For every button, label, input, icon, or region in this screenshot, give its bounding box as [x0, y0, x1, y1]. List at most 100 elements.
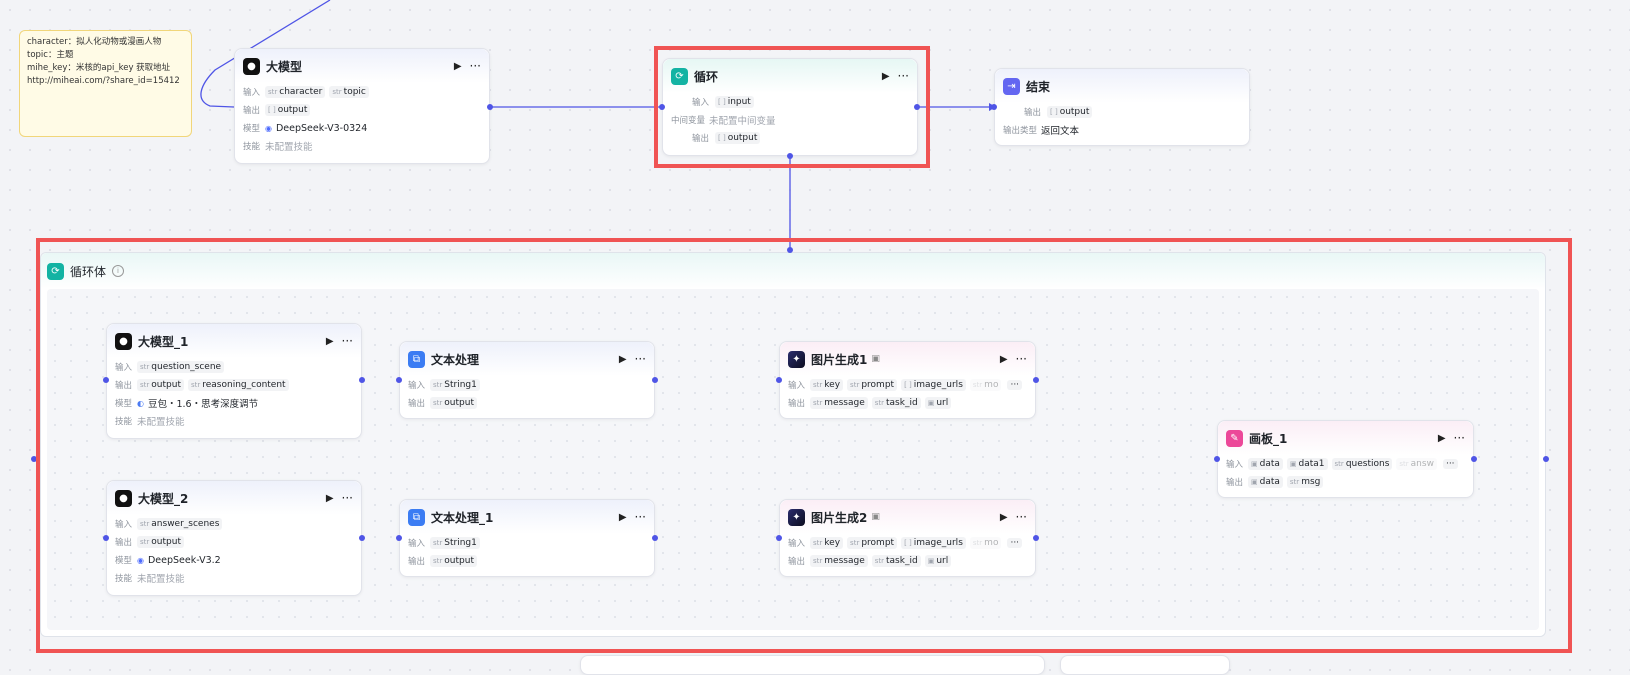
deepseek-icon: ◉ [137, 555, 144, 565]
model-name: DeepSeek-V3-0324 [275, 122, 368, 134]
input-label: 输入 [788, 381, 806, 391]
end-node[interactable]: ⇥ 结束 输出 [ ]output 输出类型 返回文本 [994, 68, 1250, 146]
loop-body-port[interactable] [787, 153, 793, 159]
output-label: 输出 [788, 557, 806, 567]
output-port[interactable] [914, 104, 920, 110]
more-params-button[interactable]: ··· [1007, 380, 1023, 390]
note-line: topic：主题 [27, 50, 74, 60]
input-port[interactable] [396, 377, 402, 383]
loop-end-port[interactable] [1543, 456, 1549, 462]
param-tag: ▣data1 [1286, 458, 1328, 470]
input-port[interactable] [776, 377, 782, 383]
output-port[interactable] [652, 377, 658, 383]
info-icon[interactable]: i [112, 265, 125, 277]
llm-icon: ● [115, 332, 132, 350]
node-title: 大模型 [266, 59, 303, 74]
input-label: 输入 [1226, 460, 1244, 470]
more-icon[interactable]: ··· [341, 491, 353, 505]
more-icon[interactable]: ··· [341, 334, 353, 348]
model-label: 模型 [243, 124, 261, 134]
loop-node[interactable]: ⟳ 循环 ▶ ··· 输入 [ ]input 中间变量 未配置中间变量 输出 [… [662, 58, 918, 156]
run-icon[interactable]: ▶ [999, 511, 1008, 523]
partial-node[interactable] [1060, 655, 1230, 675]
param-tag: [ ]output [265, 104, 311, 116]
note-line: http://miheai.com/?share_id=15412 [27, 76, 180, 86]
more-icon[interactable]: ··· [1453, 431, 1465, 445]
loop-body-title: 循环体 [70, 264, 107, 279]
output-port[interactable] [1471, 456, 1477, 462]
more-icon[interactable]: ··· [634, 510, 646, 524]
input-port[interactable] [659, 104, 665, 110]
param-tag: [ ]output [715, 132, 761, 144]
loop-icon: ⟳ [47, 262, 64, 280]
run-icon[interactable]: ▶ [1437, 432, 1446, 444]
note-line: mihe_key：米核的api_key 获取地址 [27, 63, 171, 73]
wire-note-top [200, 0, 331, 108]
loop-body-entry-port[interactable] [787, 247, 793, 253]
param-tag: ▣url [924, 397, 952, 409]
output-port[interactable] [1033, 535, 1039, 541]
output-port[interactable] [359, 535, 365, 541]
input-port[interactable] [103, 377, 109, 383]
input-label: 输入 [243, 88, 261, 98]
input-port[interactable] [1214, 456, 1220, 462]
run-icon[interactable]: ▶ [618, 353, 627, 365]
input-port[interactable] [991, 104, 997, 110]
output-port[interactable] [359, 377, 365, 383]
skill-value: 未配置技能 [137, 574, 185, 585]
input-label: 输入 [115, 520, 133, 530]
param-tag: ▣data [1248, 476, 1283, 488]
node-title: 文本处理_1 [431, 510, 494, 525]
loop-start-port[interactable] [31, 456, 37, 462]
output-port[interactable] [487, 104, 493, 110]
output-port[interactable] [652, 535, 658, 541]
more-icon[interactable]: ··· [1015, 510, 1027, 524]
more-params-button[interactable]: ··· [1007, 538, 1023, 548]
llm-icon: ● [243, 57, 260, 75]
output-label: 输出 [691, 134, 709, 144]
run-icon[interactable]: ▶ [618, 511, 627, 523]
text-process-icon: ⧉ [408, 350, 425, 368]
run-icon[interactable]: ▶ [881, 70, 890, 82]
comment-note[interactable]: character：拟人化动物或漫画人物 topic：主题 mihe_key：米… [19, 30, 192, 137]
partial-node[interactable] [580, 655, 1045, 675]
input-port[interactable] [396, 535, 402, 541]
skill-value: 未配置技能 [137, 417, 185, 428]
more-params-button[interactable]: ··· [1442, 459, 1458, 469]
skill-label: 技能 [243, 142, 261, 152]
run-icon[interactable]: ▶ [999, 353, 1008, 365]
input-port[interactable] [776, 535, 782, 541]
input-label: 输入 [408, 381, 426, 391]
output-label: 输出 [788, 399, 806, 409]
run-icon[interactable]: ▶ [325, 335, 334, 347]
node-title: 文本处理 [431, 352, 480, 367]
run-icon[interactable]: ▶ [453, 60, 462, 72]
input-port[interactable] [103, 535, 109, 541]
more-icon[interactable]: ··· [1015, 352, 1027, 366]
more-icon[interactable]: ··· [634, 352, 646, 366]
more-icon[interactable]: ··· [897, 69, 909, 83]
run-icon[interactable]: ▶ [325, 492, 334, 504]
param-tag: ▣data [1248, 458, 1283, 470]
more-icon[interactable]: ··· [469, 59, 481, 73]
output-port[interactable] [1033, 377, 1039, 383]
